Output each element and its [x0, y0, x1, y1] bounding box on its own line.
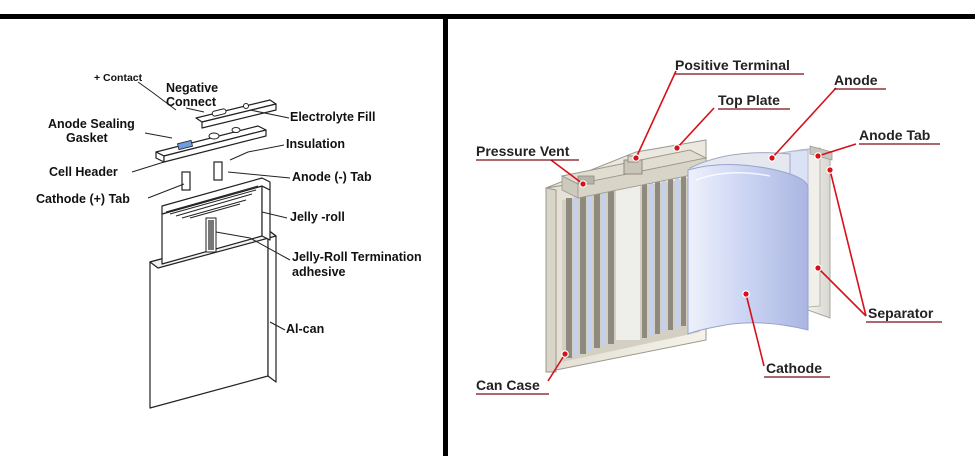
label-can-case: Can Case — [476, 377, 540, 393]
label-top-plate: Top Plate — [718, 92, 780, 108]
label-pressure-vent: Pressure Vent — [476, 143, 570, 159]
label-al-can: Al-can — [286, 322, 324, 336]
label-termination-adhesive-line2: adhesive — [292, 265, 346, 279]
label-termination-adhesive-line1: Jelly-Roll Termination — [292, 250, 422, 264]
label-positive-terminal: Positive Terminal — [675, 57, 790, 73]
label-jelly-roll: Jelly -roll — [290, 210, 345, 224]
can-case-body — [545, 139, 708, 373]
cell-header-plate — [155, 125, 267, 163]
label-negative-connect-line1: Negative — [166, 81, 218, 95]
jelly-roll — [161, 177, 271, 265]
label-cathode-tab: Cathode (+) Tab — [36, 192, 130, 206]
label-electrolyte-fill: Electrolyte Fill — [290, 110, 375, 124]
cell-tabs — [181, 161, 223, 191]
label-negative-connect-line2: Connect — [166, 95, 217, 109]
label-cell-header: Cell Header — [49, 165, 118, 179]
label-anode-sealing-gasket-line1: Anode Sealing — [48, 117, 135, 131]
exploded-cell-drawing: + Contact Negative Connect Anode Sealing… — [36, 72, 422, 409]
label-anode-tab: Anode Tab — [859, 127, 930, 143]
negative-connect-plate — [195, 99, 277, 129]
frame — [0, 14, 975, 456]
cathode-sheets — [687, 152, 809, 335]
label-cathode: Cathode — [766, 360, 822, 376]
cutaway-cell-illustration: Positive Terminal Top Plate Anode Anode … — [476, 57, 942, 395]
label-plus-contact: + Contact — [94, 72, 143, 84]
label-insulation: Insulation — [286, 137, 345, 151]
label-anode-sealing-gasket-line2: Gasket — [66, 131, 109, 145]
label-anode-tab: Anode (-) Tab — [292, 170, 372, 184]
label-anode: Anode — [834, 72, 878, 88]
label-separator: Separator — [868, 305, 934, 321]
electrode-stack — [566, 170, 686, 358]
